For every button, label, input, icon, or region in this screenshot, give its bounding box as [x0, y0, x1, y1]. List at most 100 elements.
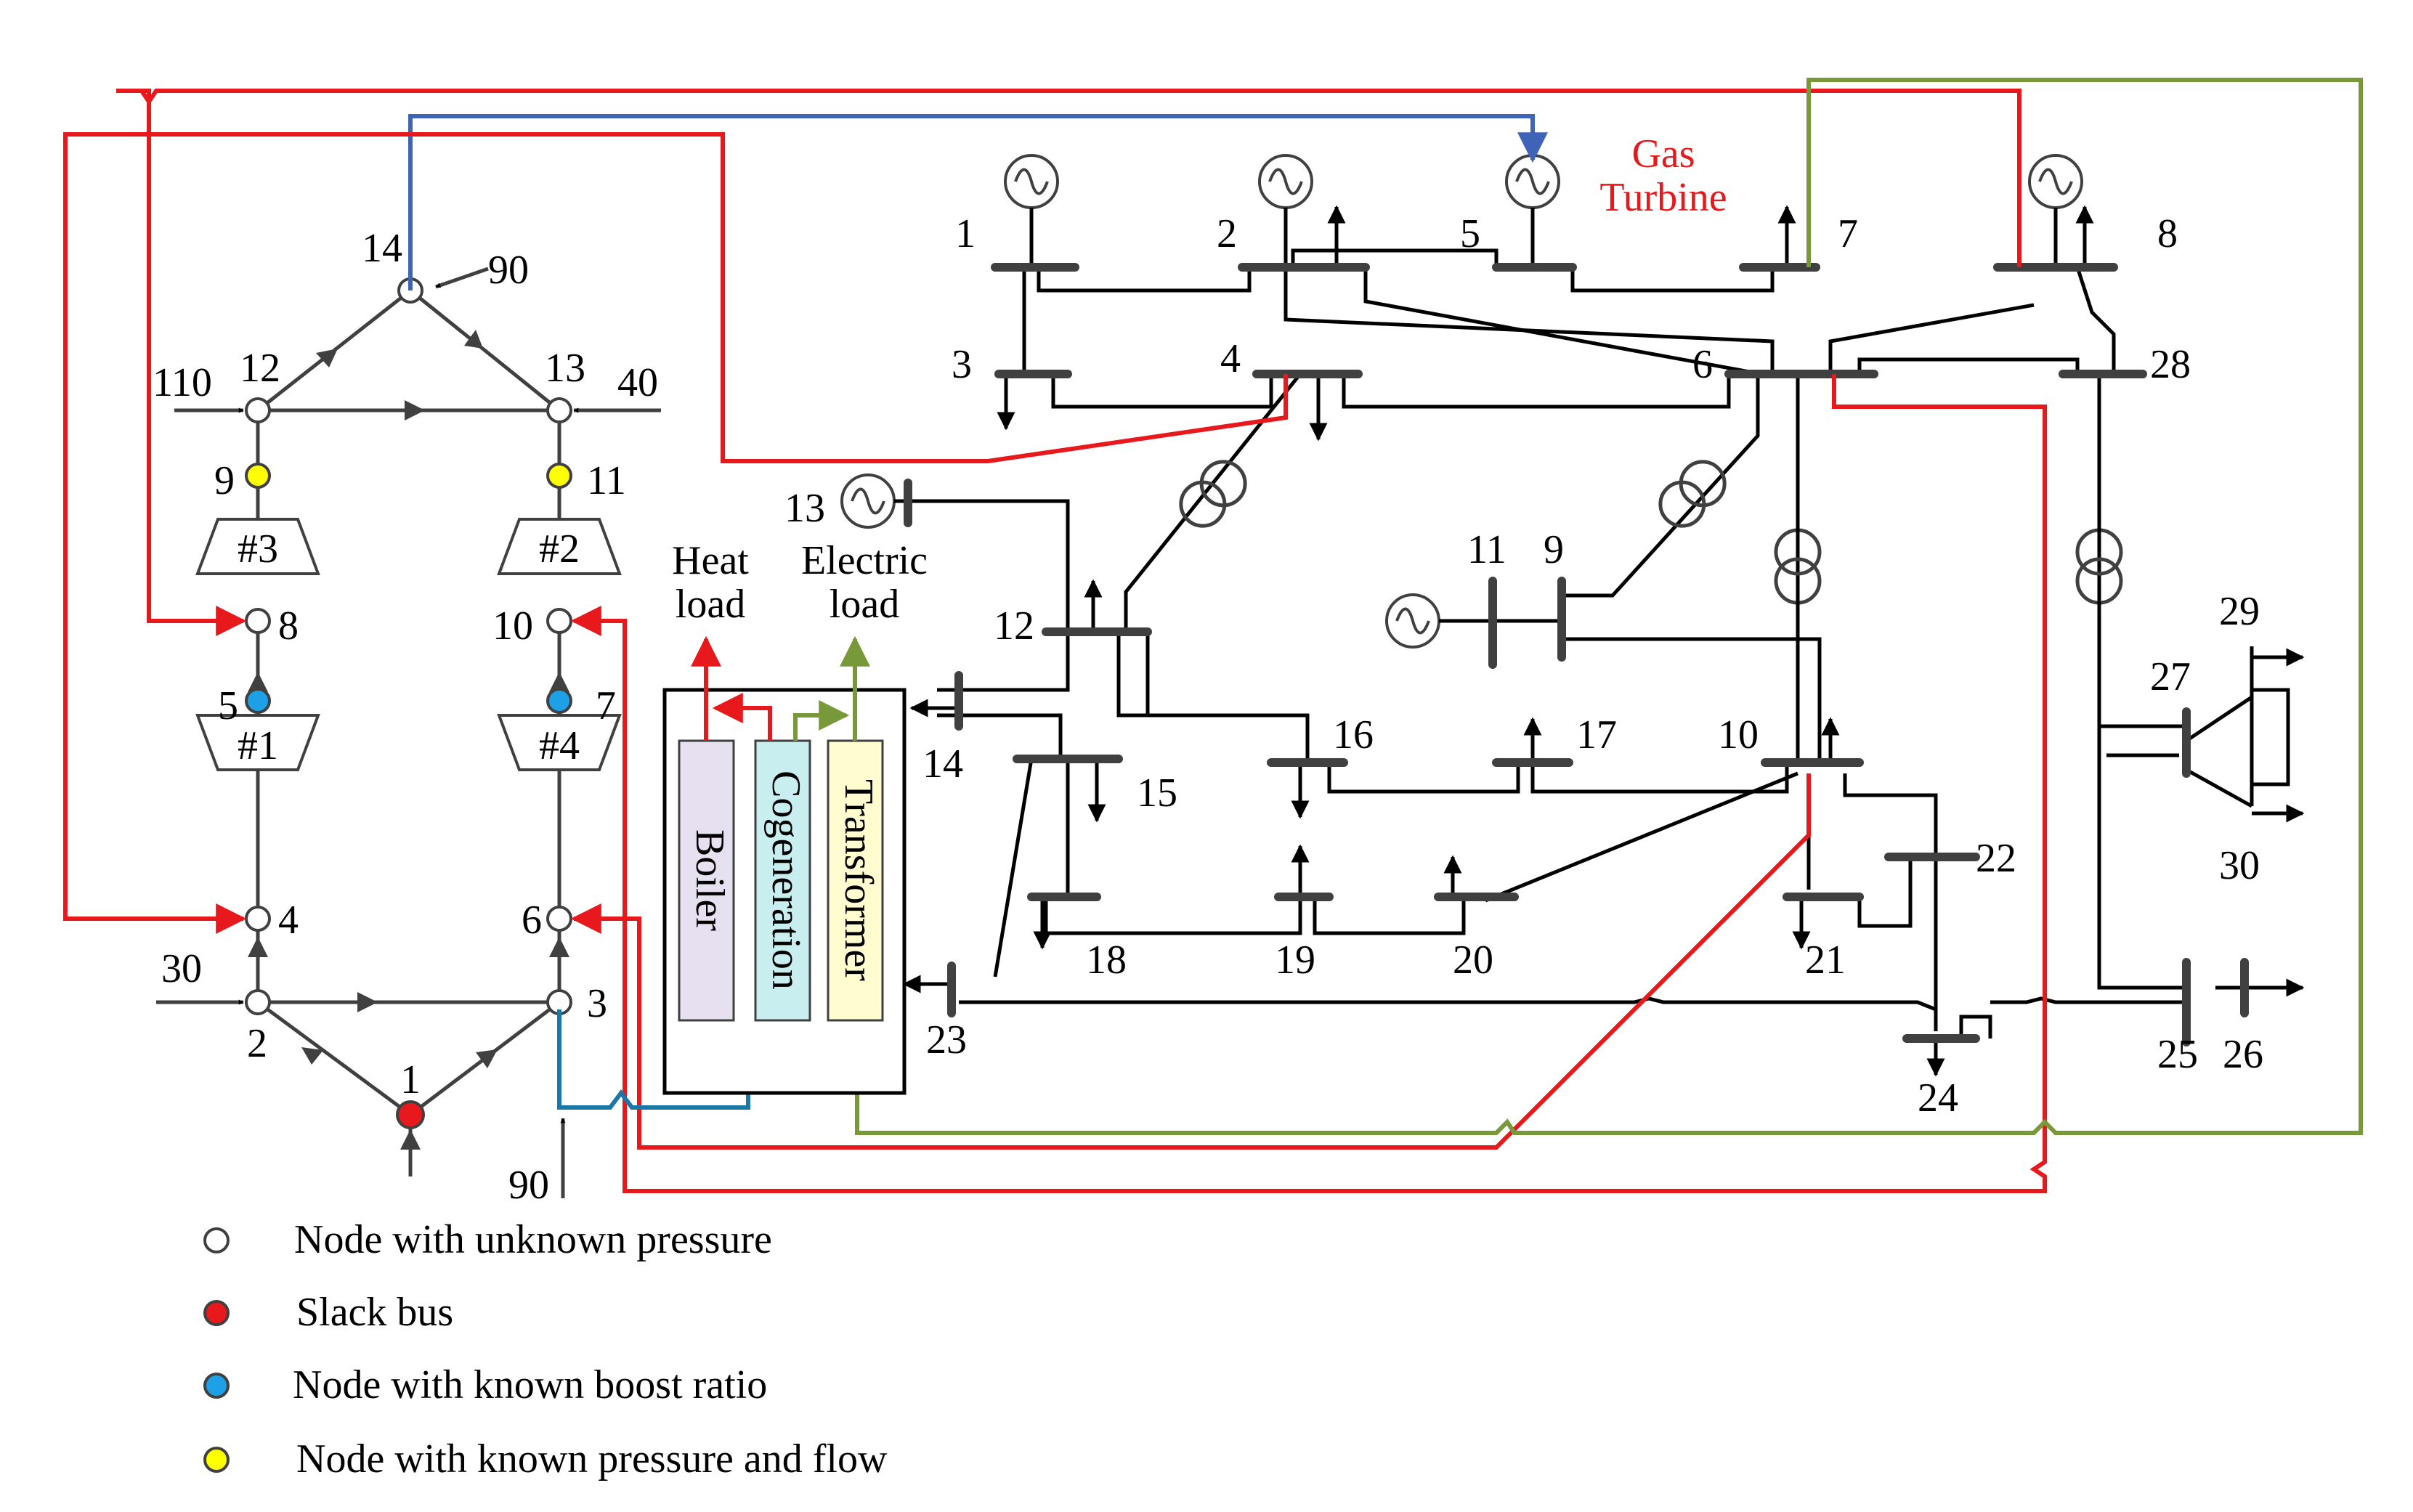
svg-text:#4: #4 [539, 723, 580, 768]
generator-1-icon [1004, 154, 1059, 209]
generator-13-icon [840, 473, 896, 529]
gas-node-5 [245, 688, 271, 714]
compressor-1: #1 [195, 714, 320, 771]
gas-node-10 [546, 608, 572, 634]
transformer-6-9 [1651, 452, 1733, 535]
generator-5-gas-turbine-icon [1505, 154, 1560, 209]
bus-label-19: 19 [1275, 938, 1315, 983]
svg-text:#3: #3 [238, 527, 278, 572]
bus-label-4: 4 [1220, 336, 1241, 381]
bus-label-11: 11 [1467, 527, 1506, 572]
gas-label-8: 8 [278, 603, 299, 649]
bus-label-26: 26 [2223, 1032, 2263, 1077]
cogeneration-label: Cogeneration [763, 771, 808, 990]
gas-label-10: 10 [492, 603, 533, 649]
bus-label-17: 17 [1576, 712, 1617, 757]
generator-2-icon [1258, 154, 1313, 209]
transformer-4-12 [1172, 452, 1254, 535]
gas-label-13: 13 [545, 346, 585, 391]
yellow-dot-icon [203, 1447, 230, 1473]
gas-node-1 [396, 1100, 425, 1129]
generator-8-icon [2028, 154, 2083, 209]
gas-label-12: 12 [240, 346, 280, 391]
gas-label-3: 3 [587, 981, 607, 1026]
svg-text:#2: #2 [539, 527, 580, 572]
cogeneration-box [754, 739, 811, 1022]
compressor-4: #4 [497, 714, 622, 771]
electric-network: 1 2 3 4 5 6 7 8 9 10 11 12 13 14 15 16 1… [784, 131, 2305, 1121]
gas-turbine-label-line1: Gas [1631, 131, 1695, 176]
bus-label-7: 7 [1838, 211, 1858, 256]
bus-label-10: 10 [1718, 712, 1759, 757]
gas-node-13 [546, 397, 572, 423]
legend: Node with unknown pressure Slack bus Nod… [203, 1217, 888, 1481]
heat-load-label-line2: load [676, 582, 745, 627]
bus-label-2: 2 [1217, 211, 1237, 256]
open-circle-icon [203, 1227, 230, 1253]
bus-label-22: 22 [1976, 836, 2016, 881]
gas-label-1: 1 [400, 1057, 421, 1102]
gas-node-4 [245, 906, 271, 932]
legend-item-known-boost-ratio: Node with known boost ratio [293, 1362, 767, 1407]
bus-label-13: 13 [784, 486, 825, 531]
gas-node-9 [245, 463, 271, 489]
bus-label-8: 8 [2157, 211, 2178, 256]
boiler-box [678, 739, 735, 1022]
bus-label-28: 28 [2150, 342, 2191, 387]
bus-label-9: 9 [1544, 527, 1564, 572]
gas-label-5: 5 [218, 683, 238, 728]
gas-node-8 [245, 608, 271, 634]
heat-load-label-line1: Heat [672, 538, 749, 583]
bus-label-27: 27 [2150, 654, 2191, 699]
bus-label-25: 25 [2157, 1032, 2198, 1077]
bus-label-20: 20 [1453, 938, 1493, 983]
gas-label-2: 2 [247, 1021, 267, 1066]
bus-label-18: 18 [1086, 938, 1127, 983]
gas-label-9: 9 [214, 458, 235, 503]
bus-label-5: 5 [1460, 211, 1480, 256]
gas-injection-12: 110 [153, 360, 212, 405]
energy-hub: Boiler Cogeneration Transformer Heat loa… [662, 538, 928, 1095]
bus-label-1: 1 [955, 211, 976, 256]
bus-label-6: 6 [1692, 342, 1713, 387]
bus-label-29: 29 [2219, 589, 2260, 634]
generator-11-icon [1385, 593, 1440, 649]
gas-injection-14: 90 [488, 248, 529, 293]
electric-load-label-line1: Electric [801, 538, 928, 583]
legend-item-known-pressure-flow: Node with known pressure and flow [296, 1436, 888, 1481]
gas-injection-13: 40 [617, 360, 658, 405]
gas-node-7 [546, 688, 572, 714]
blue-dot-icon [203, 1373, 230, 1399]
gas-node-11 [546, 463, 572, 489]
bus-label-24: 24 [1918, 1076, 1958, 1121]
bus-label-12: 12 [994, 603, 1034, 649]
legend-item-slack-bus: Slack bus [296, 1290, 453, 1335]
gas-node-12 [245, 397, 271, 423]
coupling-lines [63, 78, 2363, 1193]
bus-label-14: 14 [922, 741, 963, 787]
gas-network: #3 #2 #1 #4 [153, 226, 661, 1208]
gas-node-2 [245, 989, 271, 1015]
bus-label-16: 16 [1333, 712, 1374, 757]
transformer-label: Transformer [836, 779, 881, 981]
legend-item-unknown-pressure: Node with unknown pressure [294, 1217, 772, 1262]
bus-label-3: 3 [952, 342, 972, 387]
bus-label-21: 21 [1805, 938, 1846, 983]
gas-injection-3: 90 [508, 1163, 549, 1208]
compressor-3: #3 [195, 518, 320, 575]
bus-label-15: 15 [1137, 771, 1177, 816]
gas-label-6: 6 [522, 898, 542, 943]
gas-turbine-label-line2: Turbine [1599, 175, 1727, 220]
gas-label-11: 11 [587, 458, 626, 503]
bus-label-23: 23 [926, 1017, 967, 1062]
red-dot-icon [203, 1300, 230, 1326]
gas-injection-2: 30 [161, 946, 202, 991]
boiler-label: Boiler [687, 829, 732, 931]
gas-label-7: 7 [596, 683, 616, 728]
gas-label-14: 14 [362, 226, 402, 271]
gas-node-6 [546, 906, 572, 932]
compressor-2: #2 [497, 518, 622, 575]
bus-label-30: 30 [2219, 843, 2260, 888]
svg-text:#1: #1 [238, 723, 278, 768]
